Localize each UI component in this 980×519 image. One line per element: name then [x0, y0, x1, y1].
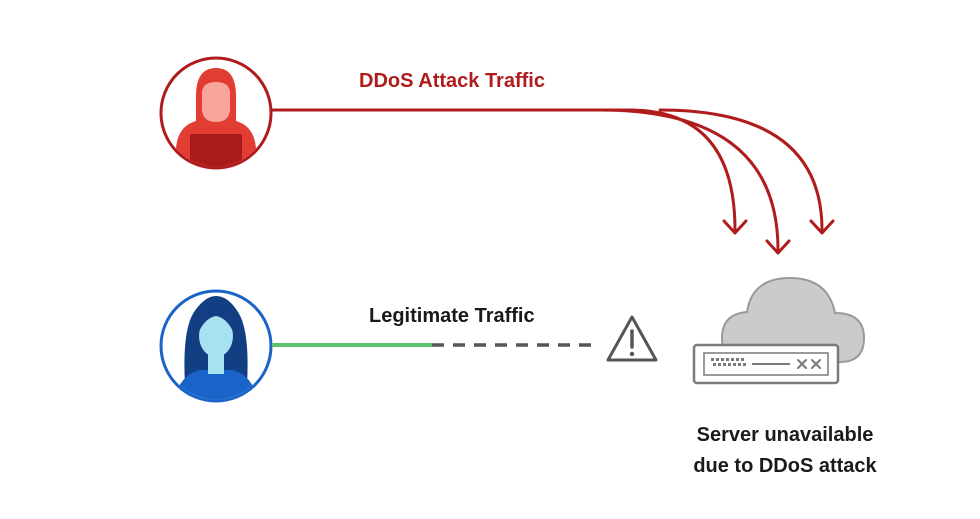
server-icon — [692, 343, 840, 385]
server-status-line2: due to DDoS attack — [693, 455, 877, 477]
legit-traffic-label: Legitimate Traffic — [369, 305, 535, 327]
warning-icon — [606, 315, 658, 362]
user-icon — [159, 289, 273, 403]
server-status-line1: Server unavailable — [696, 424, 874, 446]
cloud-icon — [720, 276, 866, 363]
attack-traffic-arrows — [270, 108, 835, 255]
server-status-caption: Server unavailable due to DDoS attack — [660, 420, 910, 482]
attacker-icon — [159, 56, 273, 170]
attack-traffic-label: DDoS Attack Traffic — [359, 70, 545, 92]
